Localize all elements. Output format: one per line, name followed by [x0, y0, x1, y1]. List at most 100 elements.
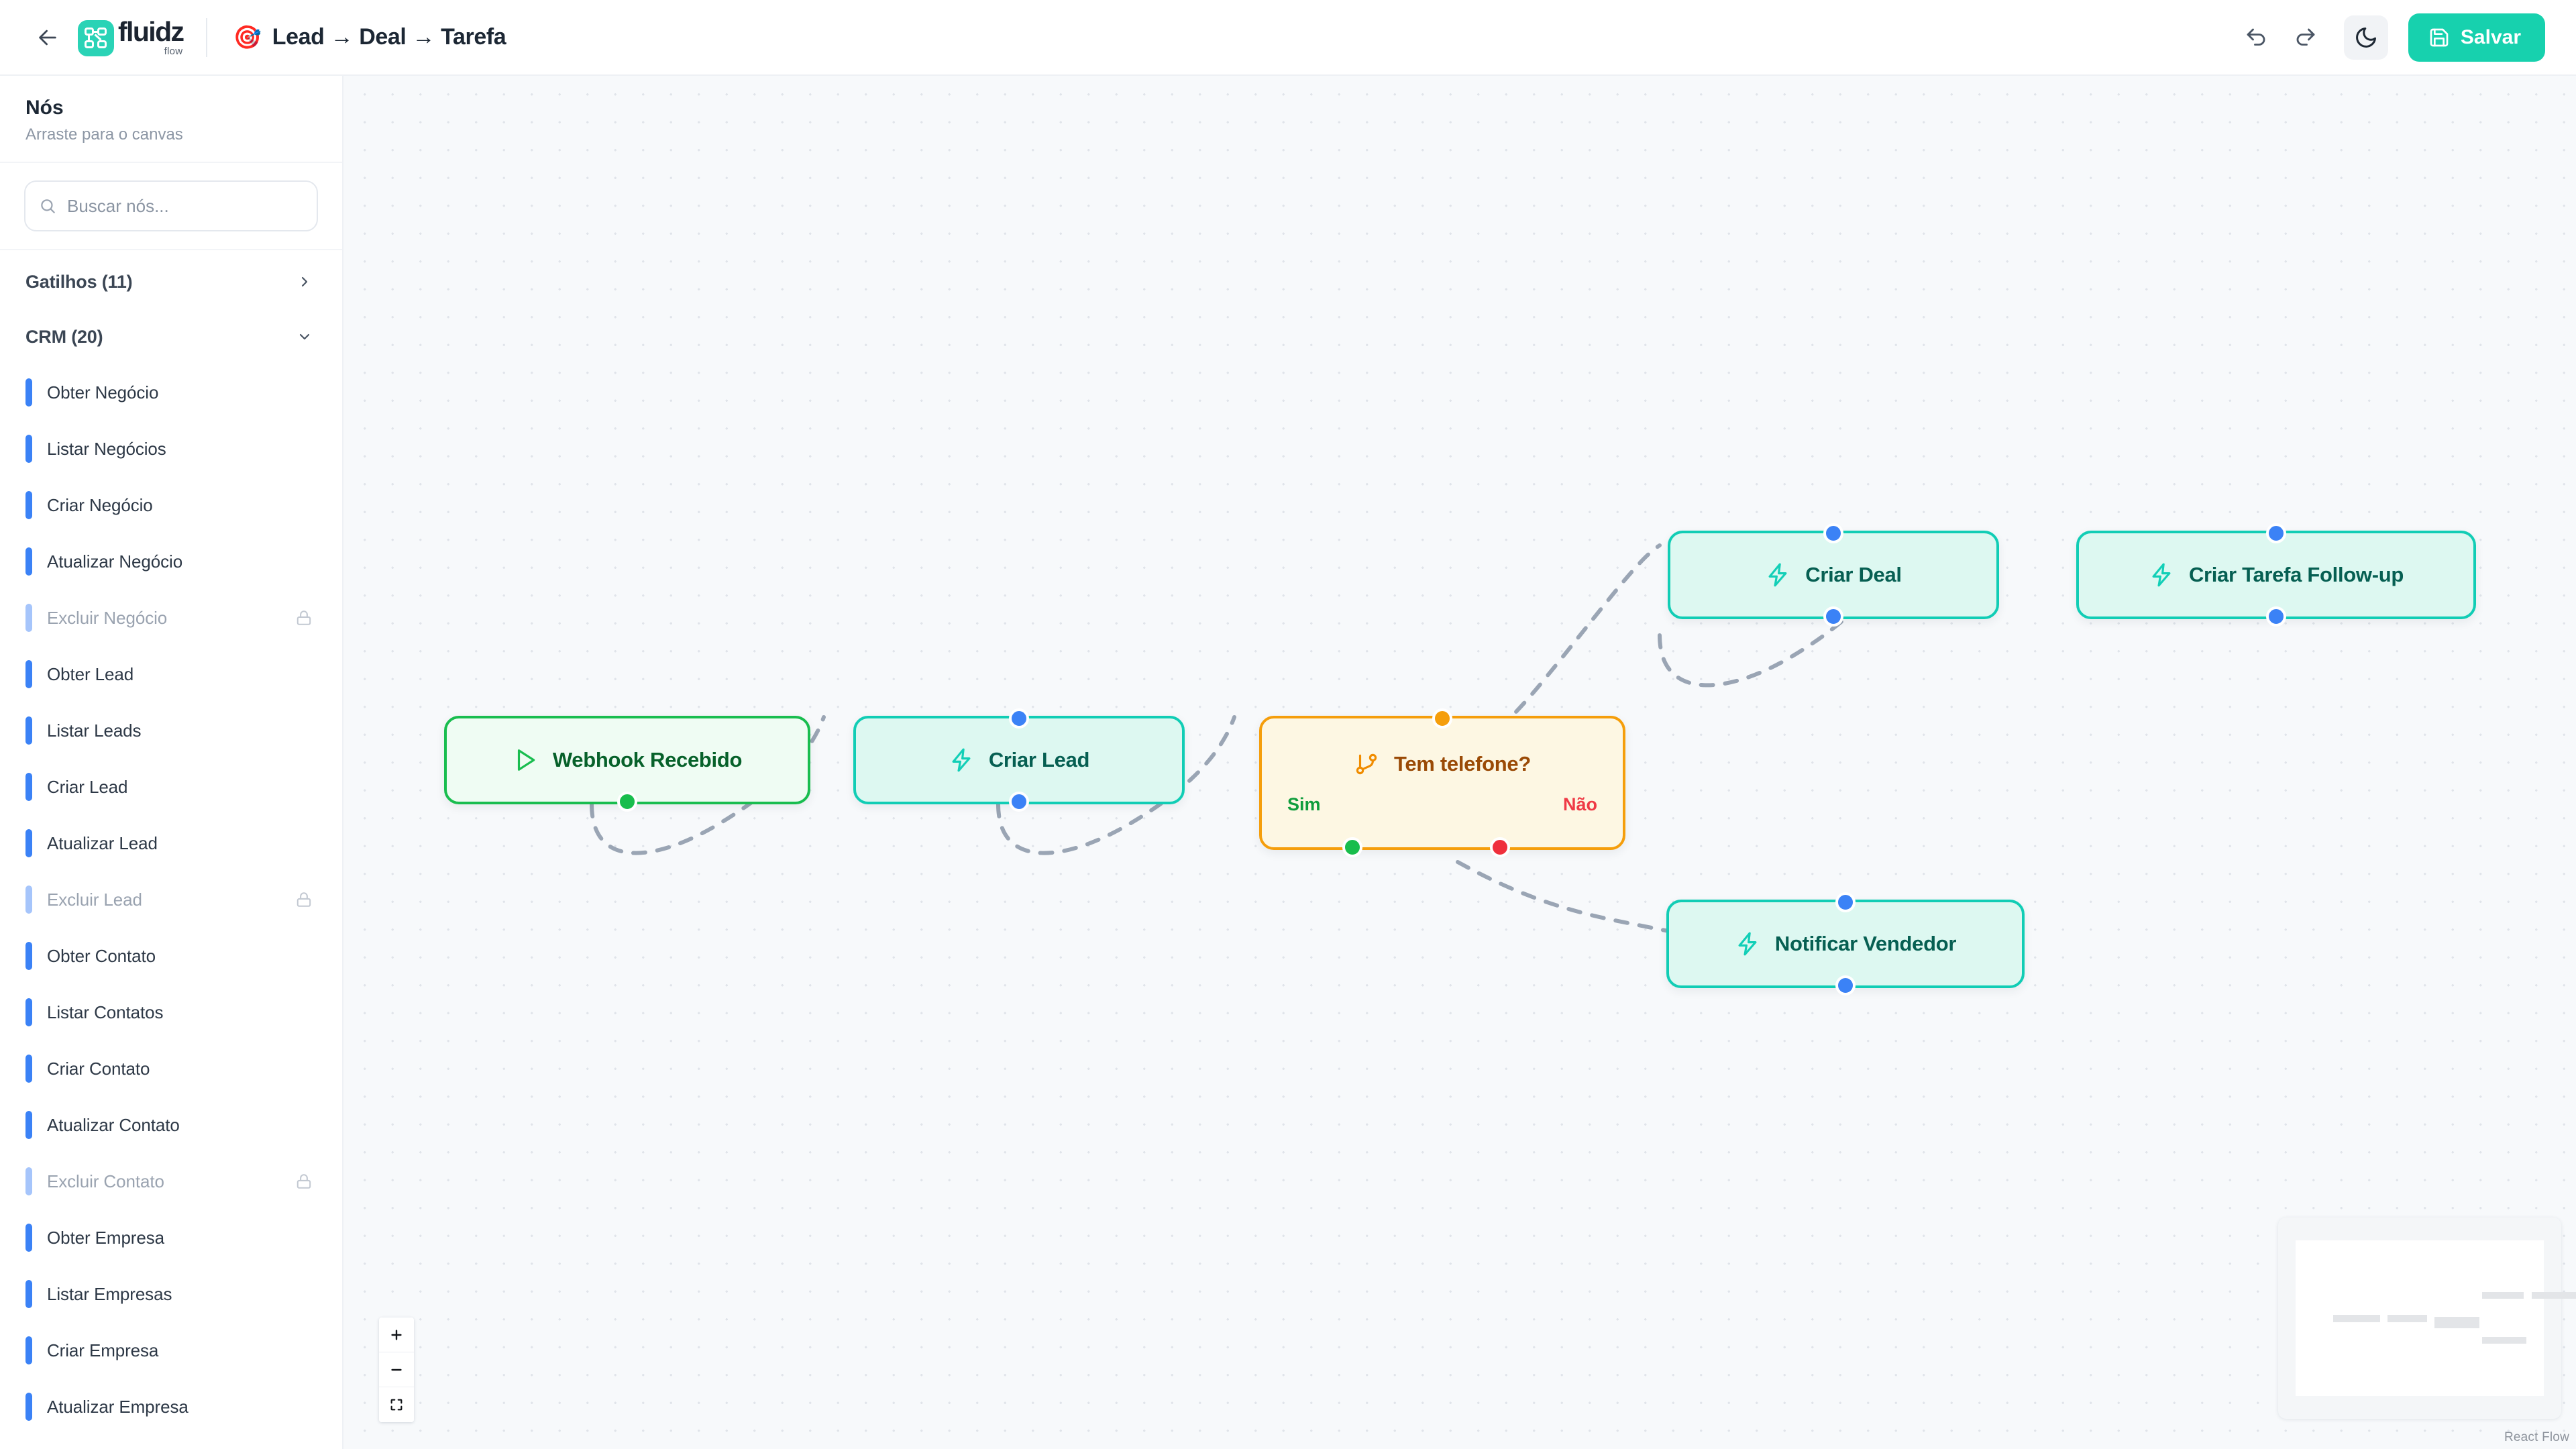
moon-icon	[2356, 27, 2376, 48]
sidebar-node-item[interactable]: Excluir Contato	[0, 1153, 342, 1210]
sidebar-node-item[interactable]: Atualizar Lead	[0, 815, 342, 871]
sidebar-node-item[interactable]: Excluir Empresa	[0, 1435, 342, 1449]
undo-icon	[2247, 28, 2265, 46]
node-handle-source-yes[interactable]	[1342, 837, 1362, 857]
flow-node-criar-tarefa[interactable]: Criar Tarefa Follow-up	[2076, 523, 2476, 627]
sidebar-node-label: Criar Empresa	[47, 1340, 159, 1360]
sidebar-node-item[interactable]: Listar Empresas	[0, 1266, 342, 1322]
sidebar-node-item[interactable]: Atualizar Contato	[0, 1097, 342, 1153]
sidebar-node-label: Listar Negócios	[47, 438, 166, 459]
branch-label-yes: Sim	[1287, 794, 1321, 814]
save-button[interactable]: Salvar	[2408, 13, 2545, 62]
minimap-viewport	[2296, 1240, 2576, 1396]
sidebar-node-item[interactable]: Obter Negócio	[0, 364, 342, 421]
zoom-out-button[interactable]	[379, 1352, 414, 1387]
search-box[interactable]	[24, 180, 318, 231]
lock-icon	[297, 892, 311, 907]
node-header: Criar Deal	[1670, 562, 1996, 588]
sidebar-node-item[interactable]: Criar Empresa	[0, 1322, 342, 1379]
node-handle-target-top[interactable]	[1823, 523, 1843, 543]
back-button[interactable]	[27, 17, 68, 58]
sidebar-node-item[interactable]: Obter Contato	[0, 928, 342, 984]
sidebar-node-item[interactable]: Criar Contato	[0, 1040, 342, 1097]
node-color-bar	[25, 716, 32, 745]
fit-view-button[interactable]	[379, 1387, 414, 1422]
nodes-sidebar: Nós Arraste para o canvas Gatilhos (11)C…	[0, 76, 343, 1449]
react-flow-attribution[interactable]: React Flow	[2504, 1430, 2569, 1444]
sidebar-section-crm[interactable]: CRM (20)	[0, 309, 342, 364]
branch-label-no: Não	[1562, 794, 1597, 814]
node-handle-source-bottom[interactable]	[617, 792, 637, 812]
header-left: fluidz flow 🎯 Lead → Deal → Tarefa	[27, 17, 506, 58]
node-handle-source-bottom[interactable]	[1835, 975, 1856, 996]
sidebar-node-item[interactable]: Atualizar Empresa	[0, 1379, 342, 1435]
theme-toggle-button[interactable]	[2343, 15, 2388, 60]
brand-logo[interactable]: fluidz flow	[78, 18, 184, 56]
sidebar-node-label: Criar Contato	[47, 1058, 150, 1079]
chevron-right-icon	[301, 276, 308, 287]
sidebar-node-item[interactable]: Criar Negócio	[0, 477, 342, 533]
node-color-bar	[25, 660, 32, 688]
lock-icon	[297, 1174, 311, 1189]
node-handle-target-top[interactable]	[2266, 523, 2286, 543]
sidebar-node-item[interactable]: Obter Empresa	[0, 1210, 342, 1266]
search-input[interactable]	[67, 195, 303, 217]
app-body: Nós Arraste para o canvas Gatilhos (11)C…	[0, 76, 2576, 1449]
header-divider	[206, 17, 208, 57]
node-title: Criar Tarefa Follow-up	[2188, 563, 2404, 586]
arrow-left-icon	[39, 30, 56, 45]
node-handle-source-bottom[interactable]	[1823, 606, 1843, 627]
node-color-bar	[25, 378, 32, 407]
node-color-bar	[25, 942, 32, 970]
node-handle-source-bottom[interactable]	[2266, 606, 2286, 627]
redo-button[interactable]	[2284, 15, 2328, 60]
chevron-down-icon	[299, 333, 310, 340]
node-handle-target-top[interactable]	[1835, 892, 1856, 912]
sidebar-node-item[interactable]: Atualizar Negócio	[0, 533, 342, 590]
sidebar-node-label: Obter Lead	[47, 663, 134, 684]
sidebar-node-label: Criar Lead	[47, 776, 128, 797]
sidebar-node-item[interactable]: Listar Negócios	[0, 421, 342, 477]
sidebar-node-item[interactable]: Listar Contatos	[0, 984, 342, 1040]
locked-indicator	[295, 1173, 313, 1190]
sidebar-node-item[interactable]: Criar Lead	[0, 759, 342, 815]
sidebar-section-gatilhos[interactable]: Gatilhos (11)	[0, 254, 342, 309]
fluidz-logo-icon	[78, 20, 114, 56]
node-color-bar	[25, 547, 32, 576]
minimap[interactable]	[2278, 1218, 2576, 1419]
sidebar-subtitle: Arraste para o canvas	[25, 125, 183, 144]
node-color-bar	[25, 773, 32, 801]
bolt-icon	[952, 748, 971, 772]
search-icon	[41, 199, 55, 213]
minimap-node	[2387, 1315, 2428, 1322]
sidebar-node-label: Obter Contato	[47, 945, 156, 966]
flow-node-criar-deal[interactable]: Criar Deal	[1668, 523, 1999, 627]
flow-node-tem-telefone[interactable]: Tem telefone? Sim Não	[1259, 708, 1625, 857]
minimap-node	[2332, 1315, 2380, 1322]
branch-icon	[1356, 753, 1377, 774]
node-color-bar	[25, 1393, 32, 1421]
node-handle-target-top[interactable]	[1432, 708, 1452, 729]
zoom-in-button[interactable]	[379, 1318, 414, 1352]
node-header: Tem telefone?	[1262, 751, 1623, 777]
header-actions: Salvar	[2234, 13, 2545, 62]
sidebar-node-item[interactable]: Excluir Lead	[0, 871, 342, 928]
node-header: Notificar Vendedor	[1669, 931, 2022, 957]
sidebar-node-item[interactable]: Listar Leads	[0, 702, 342, 759]
flow-node-notificar[interactable]: Notificar Vendedor	[1666, 892, 2025, 996]
node-handle-target-top[interactable]	[1009, 708, 1029, 729]
sidebar-node-item[interactable]: Excluir Negócio	[0, 590, 342, 646]
bolt-icon	[2152, 563, 2171, 587]
redo-icon	[2296, 28, 2315, 46]
flow-node-webhook[interactable]: Webhook Recebido	[444, 716, 810, 812]
undo-button[interactable]	[2234, 15, 2278, 60]
node-color-bar	[25, 1055, 32, 1083]
node-handle-source-no[interactable]	[1490, 837, 1511, 857]
sidebar-node-item[interactable]: Obter Lead	[0, 646, 342, 702]
node-color-bar	[25, 1111, 32, 1139]
flow-node-criar-lead[interactable]: Criar Lead	[853, 708, 1185, 812]
node-handle-source-bottom[interactable]	[1009, 792, 1029, 812]
flow-canvas[interactable]: Webhook Recebido Criar Lead Tem telefone? S…	[343, 76, 2576, 1449]
